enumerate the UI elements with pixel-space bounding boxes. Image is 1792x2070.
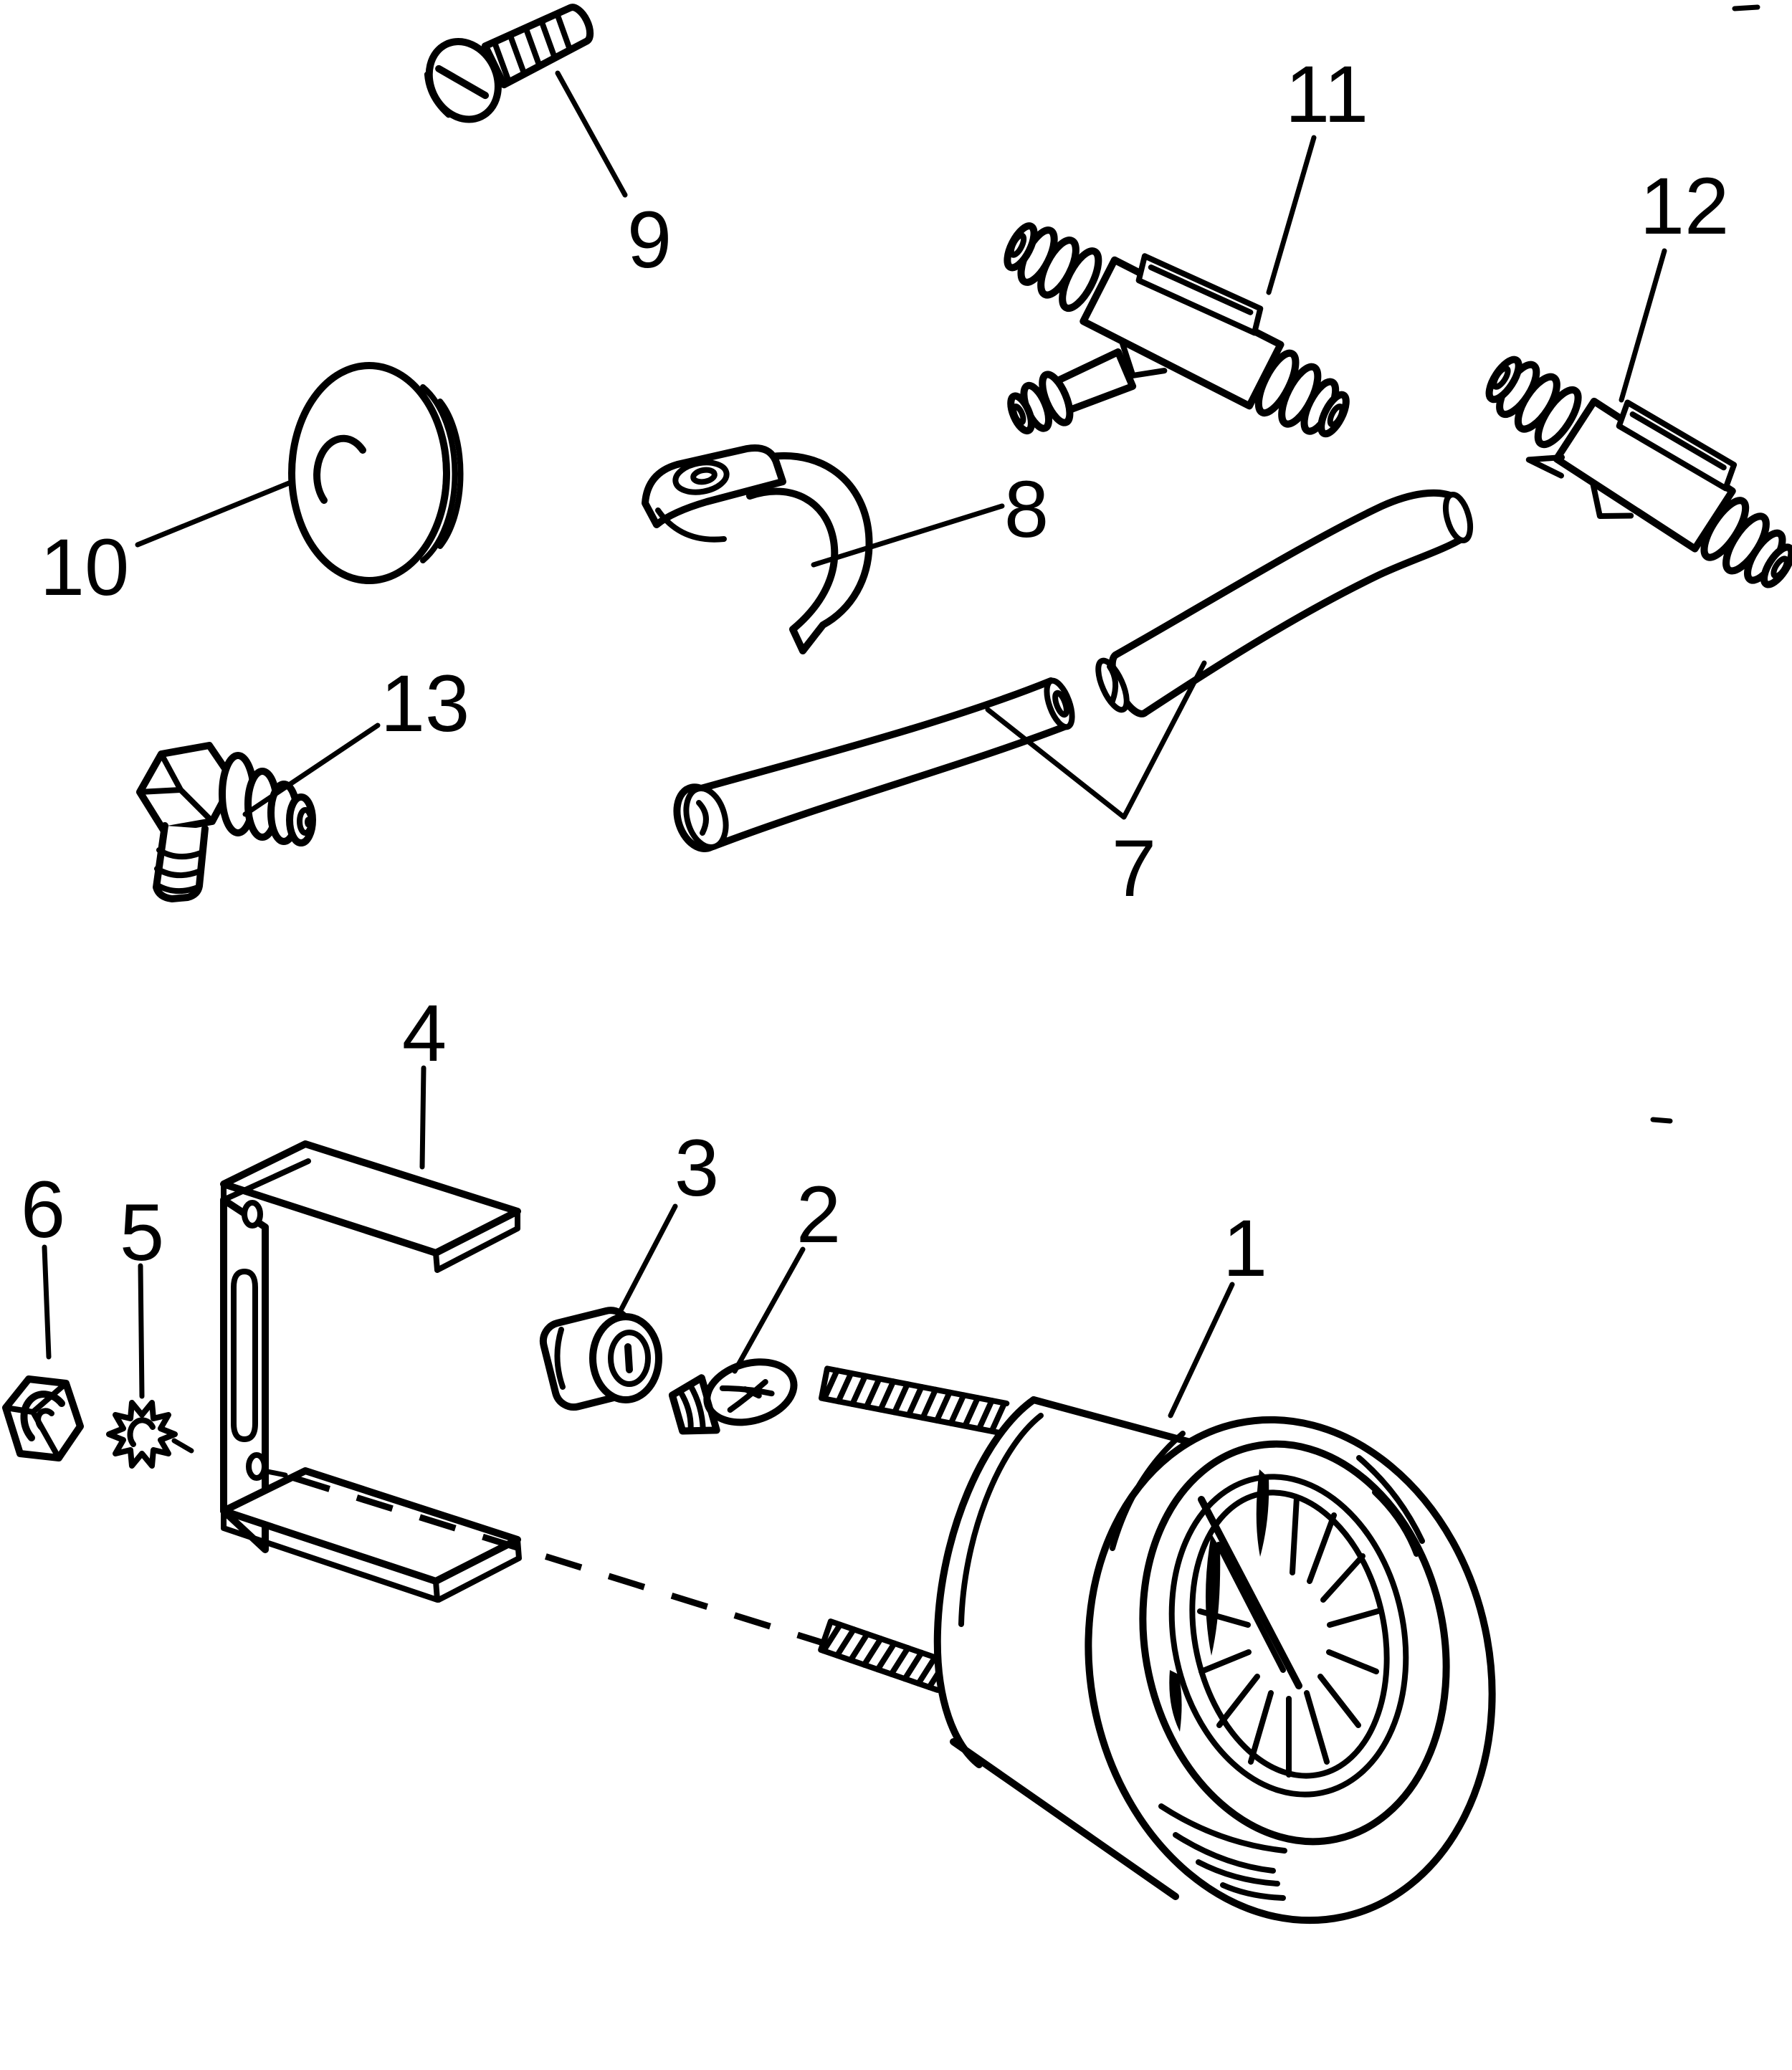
leader-line-9 [555,70,628,198]
gauge-drawing [933,1396,1496,1924]
gauge-needle [1198,1496,1302,1689]
callout-4: 4 [402,988,447,1078]
callout-3: 3 [675,1123,719,1213]
callout-1: 1 [1223,1203,1267,1293]
callout-10: 10 [40,523,130,612]
nut-drawing [2,1375,84,1461]
hose-left-drawing [673,677,1075,852]
leader-line-4 [419,1065,426,1170]
leader-line-7 [985,660,1207,820]
star-washer-drawing [106,1400,194,1469]
leader-line-10 [135,479,295,548]
bulb-drawing [668,1358,798,1435]
artifact-mark-mid-right [1650,1117,1673,1124]
callout-11: 11 [1285,49,1368,139]
callout-9: 9 [627,195,672,285]
elbow-fitting-drawing [136,742,316,902]
leader-line-13 [242,722,381,817]
stud-lower-drawing [818,1618,950,1693]
leader-line-6 [42,1244,52,1360]
artifact-mark-top-right [1732,4,1760,11]
callout-5: 5 [120,1188,164,1277]
leader-line-1 [1168,1282,1235,1418]
callout-12: 12 [1640,161,1730,251]
gauge-dial-spokes [1197,1494,1381,1778]
bracket-drawing [220,1140,522,1603]
leader-line-8 [811,503,1005,568]
leader-line-3 [616,1203,678,1316]
callout-8: 8 [1004,464,1049,554]
callout-7: 7 [1112,824,1156,913]
grommet-drawing [288,362,464,584]
assembly-axis-dashed-line [292,1474,824,1646]
callout-6: 6 [21,1165,65,1254]
stud-upper-drawing [818,1365,1010,1436]
leader-line-11 [1266,135,1317,295]
inline-fitting-drawing [1485,356,1792,588]
hose-right-drawing [1095,489,1474,717]
screw-drawing [424,4,594,123]
callout-13: 13 [381,659,470,748]
bulb-socket-drawing [539,1307,662,1411]
leader-line-5 [138,1263,145,1399]
leader-line-12 [1619,248,1667,403]
clamp-drawing [642,444,873,654]
tee-fitting-drawing [1004,222,1350,438]
callout-2: 2 [796,1170,841,1259]
leader-line-2 [732,1246,806,1374]
